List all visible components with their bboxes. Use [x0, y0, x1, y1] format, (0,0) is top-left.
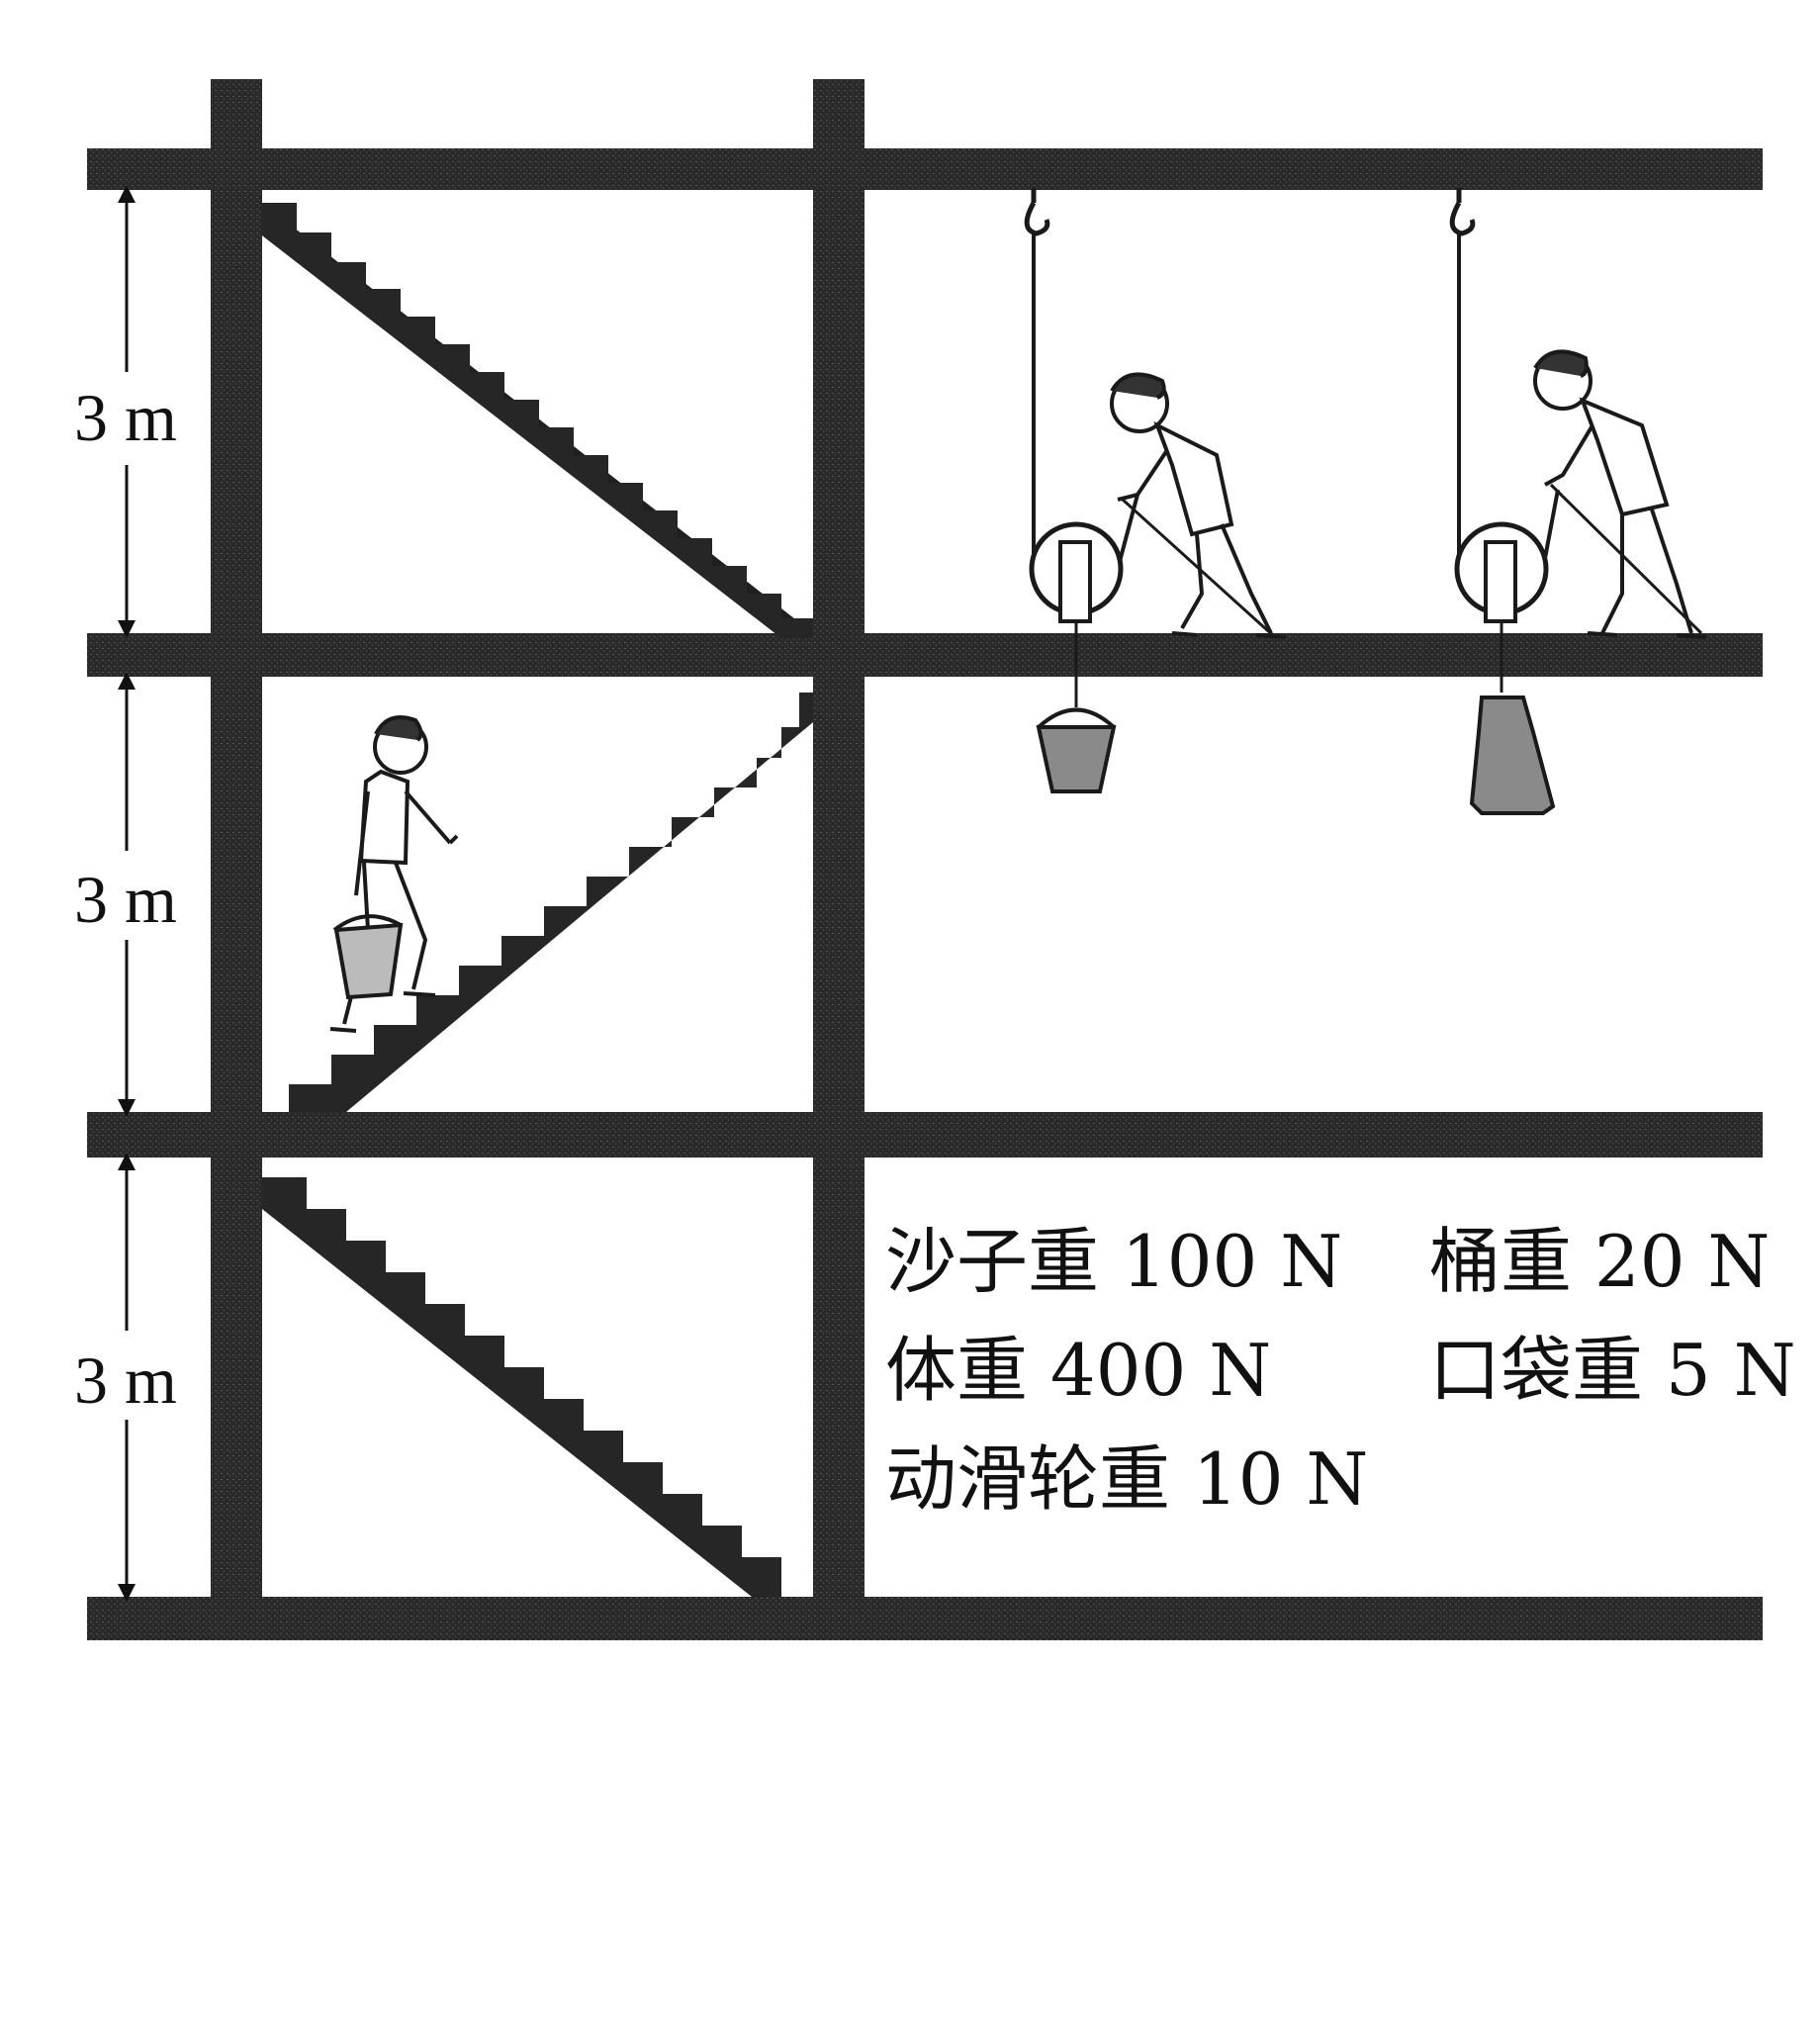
- ground-floor-beam: [87, 1597, 1763, 1640]
- sand-weight-label: 沙子重 100 N: [885, 1220, 1342, 1303]
- dimension-label-floor-1: 3 m: [74, 1343, 177, 1418]
- stair-walker-figure: [329, 715, 459, 1033]
- dimension-floor-3: 3 m: [74, 185, 177, 638]
- bag-weight-label: 口袋重 5 N: [1429, 1329, 1796, 1412]
- pulley-bucket-system: [1024, 188, 1139, 793]
- dimension-label-floor-2: 3 m: [74, 862, 177, 937]
- pulley-weight-label: 动滑轮重 10 N: [885, 1437, 1368, 1521]
- dimension-floor-1: 3 m: [74, 1153, 177, 1602]
- top-staircase: [262, 203, 813, 638]
- bottom-staircase: [262, 1177, 781, 1597]
- bag-icon: [1469, 695, 1556, 815]
- dimension-label-floor-3: 3 m: [74, 380, 177, 455]
- dimension-floor-2: 3 m: [74, 672, 177, 1117]
- bucket-weight-label: 桶重 20 N: [1429, 1220, 1770, 1303]
- roof-beam: [87, 148, 1763, 190]
- body-weight-label: 体重 400 N: [885, 1329, 1271, 1412]
- second-floor-beam: [87, 1112, 1763, 1158]
- bucket-icon: [1036, 725, 1117, 793]
- third-floor-beam: [87, 633, 1763, 677]
- left-column: [211, 79, 262, 1637]
- middle-staircase: [289, 693, 813, 1112]
- pulley-bag-person: [1533, 349, 1707, 639]
- center-column: [813, 79, 864, 1637]
- pulley-bag-system: [1449, 188, 1560, 815]
- pulley-bucket-person: [1110, 372, 1287, 640]
